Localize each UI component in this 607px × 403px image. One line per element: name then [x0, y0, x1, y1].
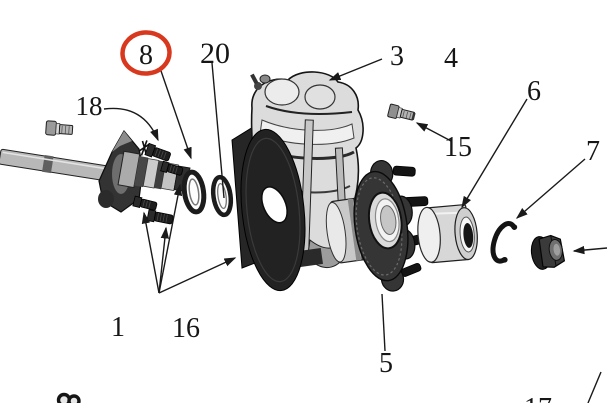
leader-nut-from-right-edge	[572, 245, 607, 255]
flange-bolt	[146, 209, 174, 225]
callout-16: 16	[172, 313, 200, 344]
callout-17-partial: 17	[524, 393, 552, 403]
bolt-15	[387, 103, 416, 121]
callout-8: 8	[139, 40, 153, 71]
callout-4: 4	[444, 43, 458, 74]
wheel-hub	[353, 159, 432, 292]
leader-18	[103, 107, 159, 142]
brake-rotor	[240, 128, 306, 292]
leader-1-bolt-b	[158, 226, 170, 294]
callout-3: 3	[390, 41, 404, 72]
callout-20: 20	[200, 37, 230, 70]
spindle-nut	[530, 234, 566, 270]
leader-7	[515, 158, 586, 219]
leader-1-bolt-c	[158, 183, 183, 294]
highlight-circle	[120, 30, 172, 76]
leader-20	[211, 62, 225, 199]
leader-1-bolt-a	[141, 211, 160, 294]
callout-15: 15	[444, 132, 472, 163]
snap-ring	[490, 221, 518, 264]
callout-1: 1	[111, 312, 125, 343]
callout-6: 6	[527, 76, 541, 107]
leader-lines	[103, 58, 607, 403]
bleeder-valve-icon	[250, 73, 262, 90]
leader-17-corner	[587, 371, 602, 403]
callout-18: 18	[76, 91, 103, 121]
callout-5: 5	[379, 348, 393, 379]
spacer-bushing	[417, 204, 478, 264]
leader-6	[461, 98, 528, 209]
seal-ring-20	[210, 174, 234, 218]
callout-7: 7	[586, 136, 600, 167]
leader-3	[328, 58, 383, 81]
bolt	[45, 120, 74, 136]
leader-15	[415, 122, 452, 142]
flange-bolt	[132, 195, 158, 211]
leader-5	[381, 293, 386, 352]
leader-16-rotor	[158, 257, 237, 294]
leader-8	[159, 67, 192, 160]
flange-bolt-with-lock-washer	[138, 140, 171, 162]
seal-ring-8	[181, 169, 207, 215]
partial-part-bottom-left	[56, 392, 81, 403]
flange-bolt	[160, 160, 184, 176]
